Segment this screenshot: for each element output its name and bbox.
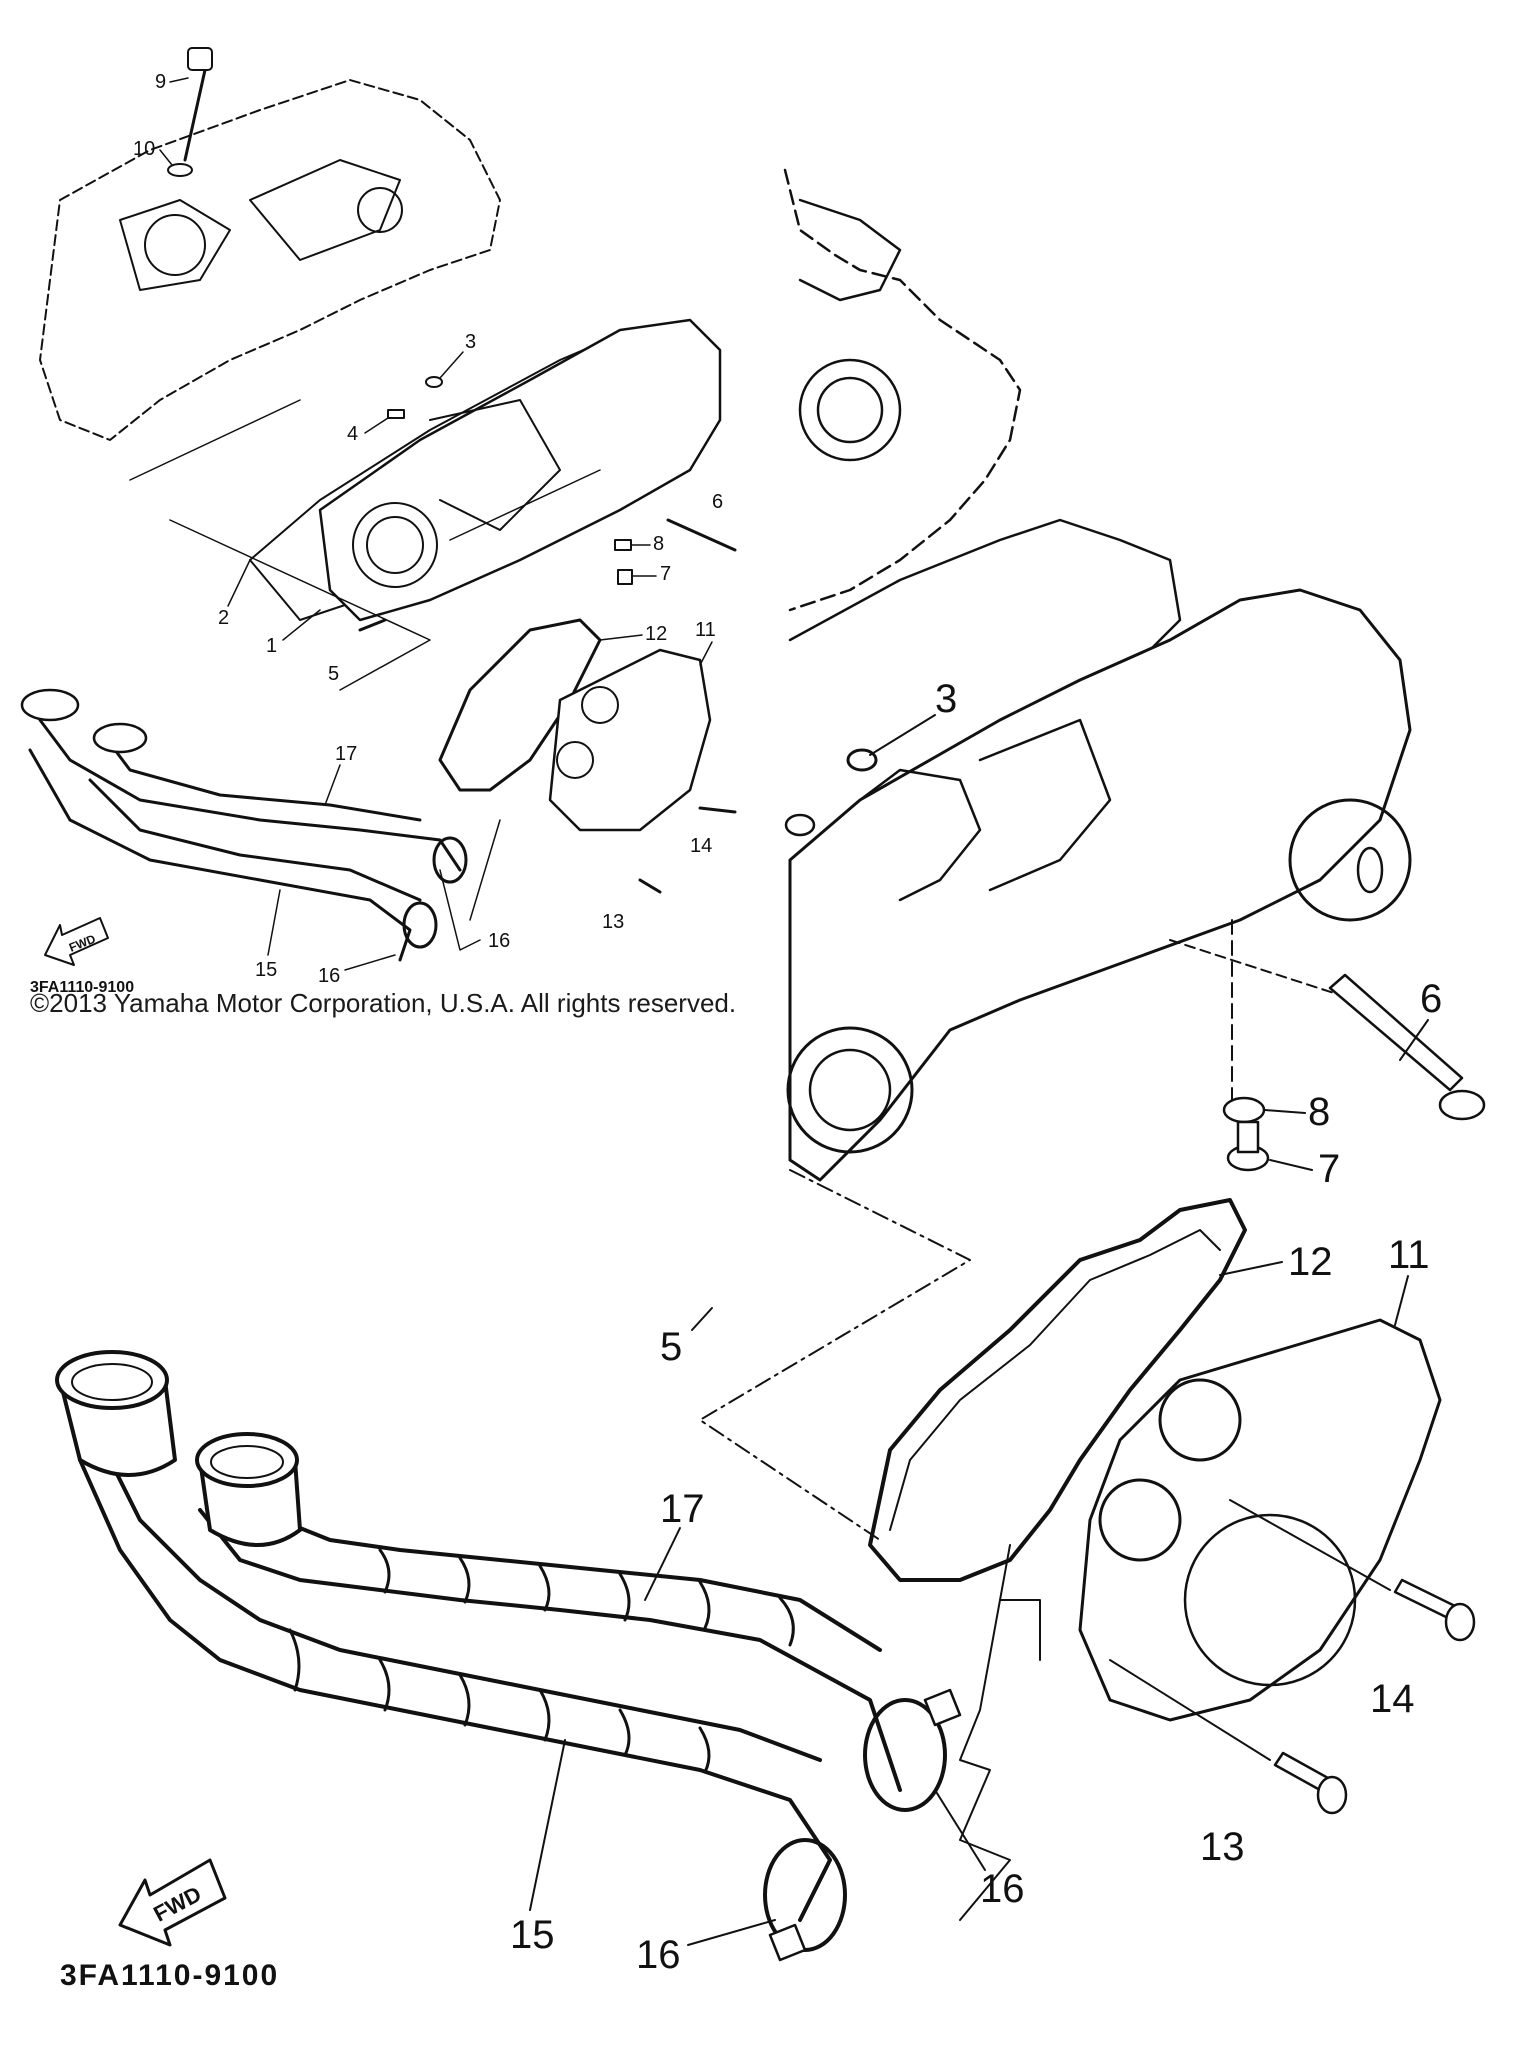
plug-7-detail [1226,1120,1270,1172]
callout-14-large: 14 [1370,1677,1415,1721]
copyright-notice: ©2013 Yamaha Motor Corporation, U.S.A. A… [30,988,737,1018]
callout-11: 11 [695,619,716,641]
callout-17-large: 17 [660,1487,705,1531]
callout-8-large: 8 [1308,1090,1330,1134]
duct-17 [38,718,462,872]
detail-diagram: FWD 3FA1110-9100 3 6 8 7 5 12 11 17 14 1… [55,168,1486,1992]
callout-16a-large: 16 [980,1867,1025,1911]
duct-intake-2 [195,1432,302,1547]
large-callouts: 3 6 8 7 5 12 11 17 14 13 16 15 16 [510,677,1442,1977]
callout-16a: 16 [488,930,510,952]
seal-3-detail [846,748,878,772]
callout-3-large: 3 [935,677,957,721]
bolt-13-detail [1109,1659,1348,1815]
callout-12-large: 12 [1288,1240,1333,1284]
overview-diagram: FWD 3FA1110-9100 9 10 3 4 6 8 7 2 1 5 12… [20,47,737,996]
callout-6-large: 6 [1420,977,1442,1021]
diagram-code-large: 3FA1110-9100 [60,1959,279,1992]
bolt-13 [638,878,662,894]
gasket-detail [788,518,1182,652]
crankcase-outline-detail [783,168,1022,612]
callout-1: 1 [266,635,277,657]
diagram-code-small: 3FA1110-9100 [30,979,134,996]
fwd-arrow-large: FWD [118,1858,227,1947]
washer-8 [614,539,632,551]
dowel-4 [387,409,405,419]
bolt-6 [666,518,737,552]
clamp-16-lower [763,1838,847,1962]
gasket-12-detail [868,1198,1247,1582]
callout-7-large: 7 [1318,1147,1340,1191]
callout-9: 9 [155,71,166,93]
callout-5-large: 5 [660,1325,682,1369]
duct-15 [28,748,412,962]
fwd-arrow-small: FWD [44,917,109,966]
plug-7 [617,569,633,585]
callout-13-large: 13 [1200,1825,1245,1869]
callout-8: 8 [653,533,664,555]
callout-5: 5 [328,663,339,685]
clamp-16-upper [863,1688,962,1812]
bolt-6-detail [1169,939,1486,1121]
dowel-4-detail [784,813,816,837]
small-callouts: 9 10 3 4 6 8 7 2 1 5 12 11 17 14 13 [133,71,723,987]
callout-14: 14 [690,835,712,857]
seal-3 [425,376,443,388]
bolt-5 [358,618,387,632]
callout-13: 13 [602,911,624,933]
callout-16b-large: 16 [636,1933,681,1977]
callout-17: 17 [335,743,357,765]
callout-11-large: 11 [1388,1233,1430,1277]
callout-15: 15 [255,959,277,981]
callout-10: 10 [133,138,155,160]
callout-3: 3 [465,331,476,353]
crankcase-cover-1 [318,318,722,622]
bolt-14-detail [1229,1499,1476,1642]
callout-15-large: 15 [510,1913,555,1957]
dipstick [183,63,207,162]
callout-16b: 16 [318,965,340,987]
cover-11 [548,648,712,832]
duct-15-detail [78,1438,832,1922]
callout-2: 2 [218,607,229,629]
gasket-12 [438,618,602,792]
washer-8-detail [1222,1096,1266,1124]
callout-12: 12 [645,623,667,645]
callout-7: 7 [660,563,671,585]
crankcase-outline [39,79,501,441]
crankcase-cover-detail [788,588,1412,1182]
callout-4: 4 [347,423,358,445]
bolt-14 [698,806,737,814]
duct-intake-1 [55,1350,177,1477]
o-ring-10 [167,163,193,177]
cover-11-detail [1078,1318,1442,1722]
callout-6: 6 [712,491,723,513]
